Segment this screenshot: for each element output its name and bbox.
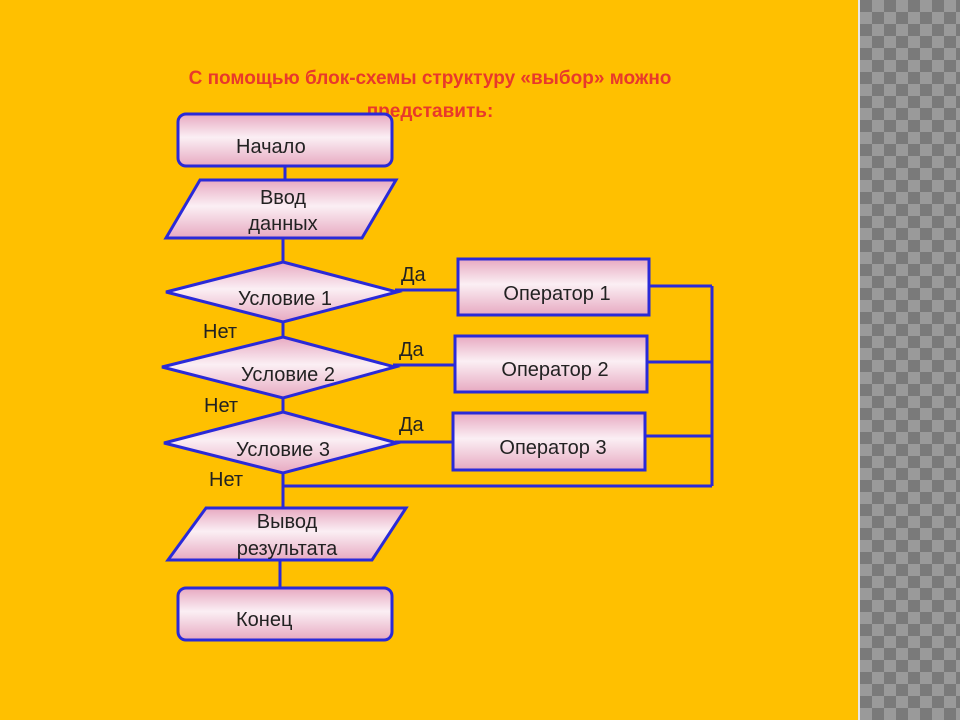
yes-label-3: Да (399, 414, 425, 436)
yes-label-2: Да (399, 339, 425, 361)
condition-1-label: Условие 1 (238, 288, 332, 310)
slide-title: С помощью блок-схемы структуру «выбор» м… (188, 68, 672, 122)
operator-2-block (453, 334, 649, 394)
input-label-line1: Ввод (260, 187, 306, 209)
connectors (278, 166, 714, 588)
output-label-line2: результата (237, 538, 338, 560)
no-label-1: Нет (203, 321, 237, 343)
operator-1-label: Оператор 1 (503, 283, 610, 305)
condition-2-block (161, 335, 401, 400)
operator-1-block (456, 257, 651, 317)
operator-2-label: Оператор 2 (501, 359, 608, 381)
operator-3-block (451, 411, 647, 472)
no-label-2: Нет (204, 395, 238, 417)
output-label-line1: Вывод (257, 511, 318, 533)
start-block (176, 112, 394, 168)
input-block (163, 178, 399, 240)
input-label-line2: данных (248, 213, 317, 235)
condition-3-label: Условие 3 (236, 439, 330, 461)
end-block (176, 586, 394, 642)
output-block (165, 506, 409, 562)
yes-label-1: Да (401, 264, 427, 286)
side-pattern-panel (858, 0, 960, 720)
operator-3-label: Оператор 3 (499, 437, 606, 459)
condition-2-label: Условие 2 (241, 364, 335, 386)
condition-1-block (165, 260, 403, 324)
end-label: Конец (236, 609, 292, 631)
condition-3-block (163, 410, 403, 475)
start-label: Начало (236, 136, 306, 158)
no-label-3: Нет (209, 469, 243, 491)
